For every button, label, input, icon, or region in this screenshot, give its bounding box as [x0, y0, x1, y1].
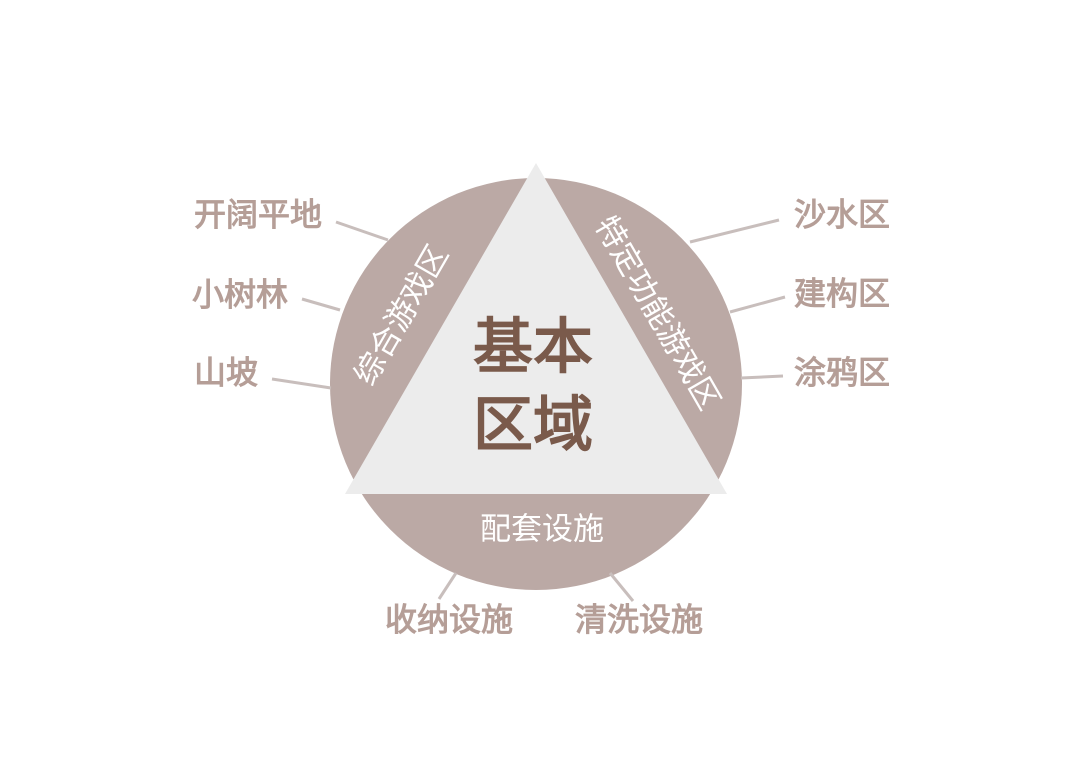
- left-item-label: 小树林: [192, 276, 288, 314]
- bottom-item-label: 清洗设施: [575, 601, 703, 639]
- right-item-label: 沙水区: [794, 196, 890, 234]
- connector-line-shashui: [689, 218, 780, 244]
- connector-line-qingxi: [608, 572, 635, 602]
- connector-lines: [271, 218, 786, 602]
- left-item-label: 开阔平地: [194, 196, 322, 234]
- right-item-label: 涂鸦区: [794, 354, 890, 392]
- center-label-line2: 区域: [473, 391, 593, 461]
- right-item-label: 建构区: [794, 275, 890, 313]
- bottom-item-label: 收纳设施: [385, 601, 513, 639]
- connector-line-xiaoshulin: [301, 297, 341, 312]
- connector-line-shouna: [437, 572, 458, 600]
- segment-label-supporting-facilities: 配套设施: [480, 512, 604, 548]
- connector-line-shanpo: [271, 377, 332, 390]
- center-triangle: [345, 163, 727, 494]
- connector-line-kaikuo: [335, 220, 389, 242]
- connector-line-jiangou: [729, 295, 786, 314]
- left-item-label: 山坡: [194, 354, 258, 392]
- connector-line-tuya: [740, 374, 784, 380]
- center-label-line1: 基本: [473, 313, 593, 383]
